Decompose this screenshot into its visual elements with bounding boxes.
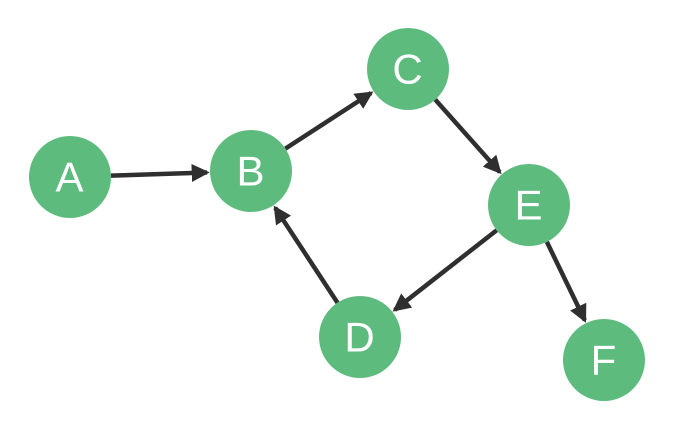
- node-circle-A: [29, 136, 111, 218]
- edge-E-D-arrow: [392, 228, 499, 312]
- graph-node-B: B: [210, 130, 292, 212]
- edge-D-B-arrow: [273, 205, 340, 304]
- graph-node-F: F: [563, 319, 645, 401]
- node-circle-C: [367, 28, 449, 110]
- edge-A-B-arrow: [110, 163, 210, 182]
- node-circle-B: [210, 130, 292, 212]
- node-circle-F: [563, 319, 645, 401]
- node-circle-E: [488, 164, 570, 246]
- node-circle-D: [319, 296, 401, 378]
- node-label-F: F: [591, 336, 618, 383]
- graph-node-C: C: [367, 28, 449, 110]
- node-label-C: C: [392, 45, 423, 92]
- graph-node-D: D: [319, 296, 401, 378]
- node-label-A: A: [55, 153, 84, 200]
- edge-E-F-arrow: [544, 240, 587, 323]
- edge-C-E-arrow: [433, 98, 502, 175]
- graph-node-E: E: [488, 164, 570, 246]
- edge-B-C-arrow: [284, 91, 374, 151]
- node-label-D: D: [344, 313, 375, 360]
- graph-node-A: A: [29, 136, 111, 218]
- node-label-B: B: [236, 147, 265, 194]
- node-label-E: E: [514, 181, 543, 228]
